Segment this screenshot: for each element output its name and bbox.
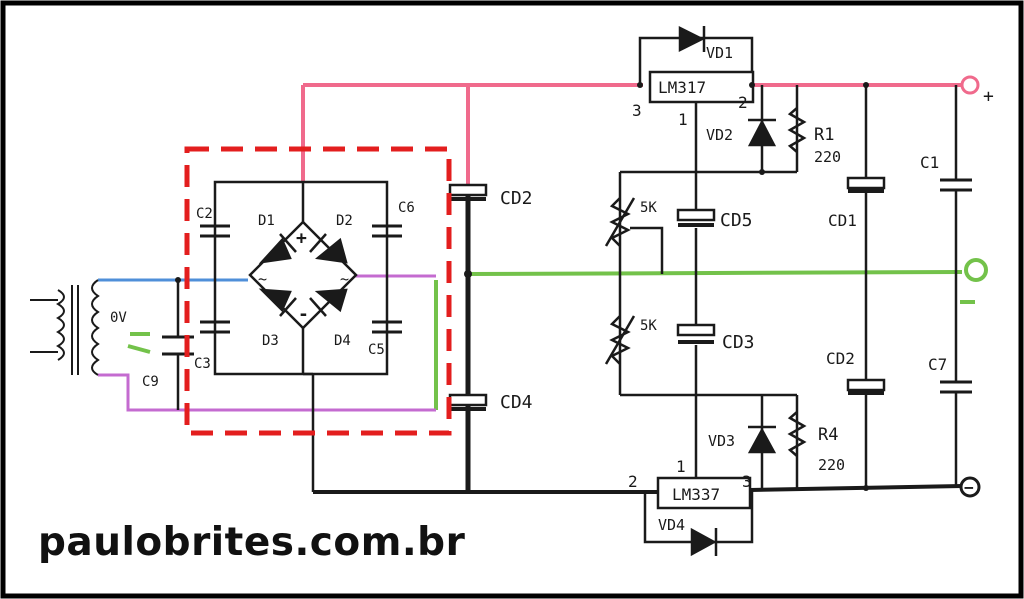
label-c7: C7 — [928, 355, 947, 374]
junction-dots — [175, 82, 869, 491]
label-ac2: ~ — [340, 270, 349, 288]
label-vd1: VD1 — [706, 44, 733, 62]
label-out-minus: − — [964, 478, 974, 497]
label-cd4: CD4 — [500, 392, 533, 413]
r1-icon — [787, 107, 807, 153]
label-c2: C2 — [196, 206, 213, 222]
d1-icon — [258, 237, 292, 264]
vd4-icon — [690, 527, 717, 557]
label-r4-value: 220 — [818, 456, 845, 474]
label-c3: C3 — [194, 356, 211, 372]
label-cd5: CD5 — [720, 210, 753, 231]
label-d1: D1 — [258, 213, 275, 229]
label-pin-317-in: 3 — [632, 101, 642, 120]
ground-rail — [127, 270, 975, 410]
d4-icon — [314, 288, 348, 313]
label-d2: D2 — [336, 213, 353, 229]
output-ground-terminal — [964, 258, 988, 282]
positive-rail — [301, 83, 962, 185]
label-bridge-minus: - — [298, 304, 309, 325]
label-r1-value: 220 — [814, 148, 841, 166]
label-vd3: VD3 — [708, 432, 735, 450]
label-ac1: ~ — [258, 270, 267, 288]
label-d4: D4 — [334, 333, 351, 349]
label-c6: C6 — [398, 200, 415, 216]
ac-wire-purple — [98, 274, 436, 412]
resistors — [604, 107, 807, 457]
label-c9: C9 — [142, 374, 159, 390]
label-pin-337-adj: 1 — [676, 457, 686, 476]
label-pin-337-out: 3 — [742, 472, 752, 491]
d2-icon — [315, 237, 348, 264]
vd3-icon — [747, 427, 777, 454]
label-vd4: VD4 — [658, 516, 685, 534]
site-watermark: paulobrites.com.br — [38, 520, 466, 565]
label-vd2: VD2 — [706, 126, 733, 144]
vd1-icon — [678, 25, 705, 53]
label-c1: C1 — [920, 153, 939, 172]
label-r4: R4 — [818, 425, 838, 445]
lm337-box — [656, 476, 752, 510]
label-pin-337-in: 2 — [628, 472, 638, 491]
label-lm317: LM317 — [658, 78, 706, 97]
label-cd2-left: CD2 — [500, 188, 533, 209]
transformer-symbol — [30, 279, 100, 376]
lm317-box — [648, 70, 755, 104]
label-c5: C5 — [368, 342, 385, 358]
diode-symbols — [258, 25, 777, 557]
label-pot-bottom: 5K — [640, 318, 657, 334]
label-lm337: LM337 — [672, 485, 720, 504]
component-labels: VD1 LM317 3 2 1 VD2 R1 220 C1 CD1 CD5 5K… — [110, 44, 994, 534]
label-pin-317-out: 2 — [738, 93, 748, 112]
label-cd3: CD3 — [722, 332, 755, 353]
label-zero-v: 0V — [110, 310, 127, 326]
label-d3: D3 — [262, 333, 279, 349]
label-bridge-plus: + — [296, 228, 307, 249]
label-out-plus: + — [983, 86, 994, 107]
output-plus-terminal — [960, 75, 980, 95]
electrolytic-capacitors — [448, 176, 886, 411]
label-cd1: CD1 — [828, 211, 857, 230]
d3-icon — [258, 288, 292, 313]
label-cd2-right: CD2 — [826, 349, 855, 368]
output-minus-terminal — [959, 476, 981, 498]
vd2-icon — [747, 119, 777, 147]
label-r1: R1 — [814, 125, 834, 145]
label-pin-317-adj: 1 — [678, 110, 688, 129]
label-pot-top: 5K — [640, 200, 657, 216]
r4-icon — [787, 411, 807, 457]
